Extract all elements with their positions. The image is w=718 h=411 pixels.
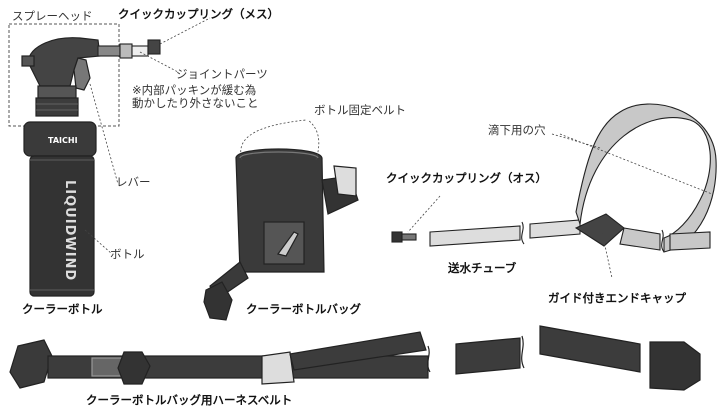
label-water-tube: 送水チューブ [448, 261, 517, 275]
label-coupling-female: クイックカップリング（メス） [118, 7, 279, 21]
label-joint-parts: ジョイントパーツ [176, 67, 268, 81]
spray-head [21, 37, 101, 117]
water-tube [391, 103, 717, 253]
label-bottle: ボトル [110, 247, 145, 261]
cooler-bag [203, 148, 359, 321]
label-cooler-bottle-bag: クーラーボトルバッグ [246, 302, 361, 316]
harness-belt [9, 325, 701, 391]
label-spray-head: スプレーヘッド [12, 9, 93, 23]
label-cooler-bottle: クーラーボトル [22, 302, 103, 316]
label-lever: レバー [116, 175, 151, 189]
label-bottle-belt: ボトル固定ベルト [314, 103, 406, 117]
label-end-cap: ガイド付きエンドキャップ [548, 291, 686, 305]
label-drip-hole: 滴下用の穴 [488, 123, 546, 137]
joint-parts [97, 39, 161, 59]
label-joint-note: ※内部パッキンが緩む為 動かしたり外さないこと [132, 83, 259, 111]
brand-logo: TAICHI [48, 136, 78, 145]
label-harness-belt: クーラーボトルバッグ用ハーネスベルト [86, 393, 293, 407]
bottle-body [23, 121, 97, 297]
label-coupling-male: クイックカップリング（オス） [386, 171, 547, 185]
bottle-print: LIQUIDWIND [62, 180, 77, 281]
